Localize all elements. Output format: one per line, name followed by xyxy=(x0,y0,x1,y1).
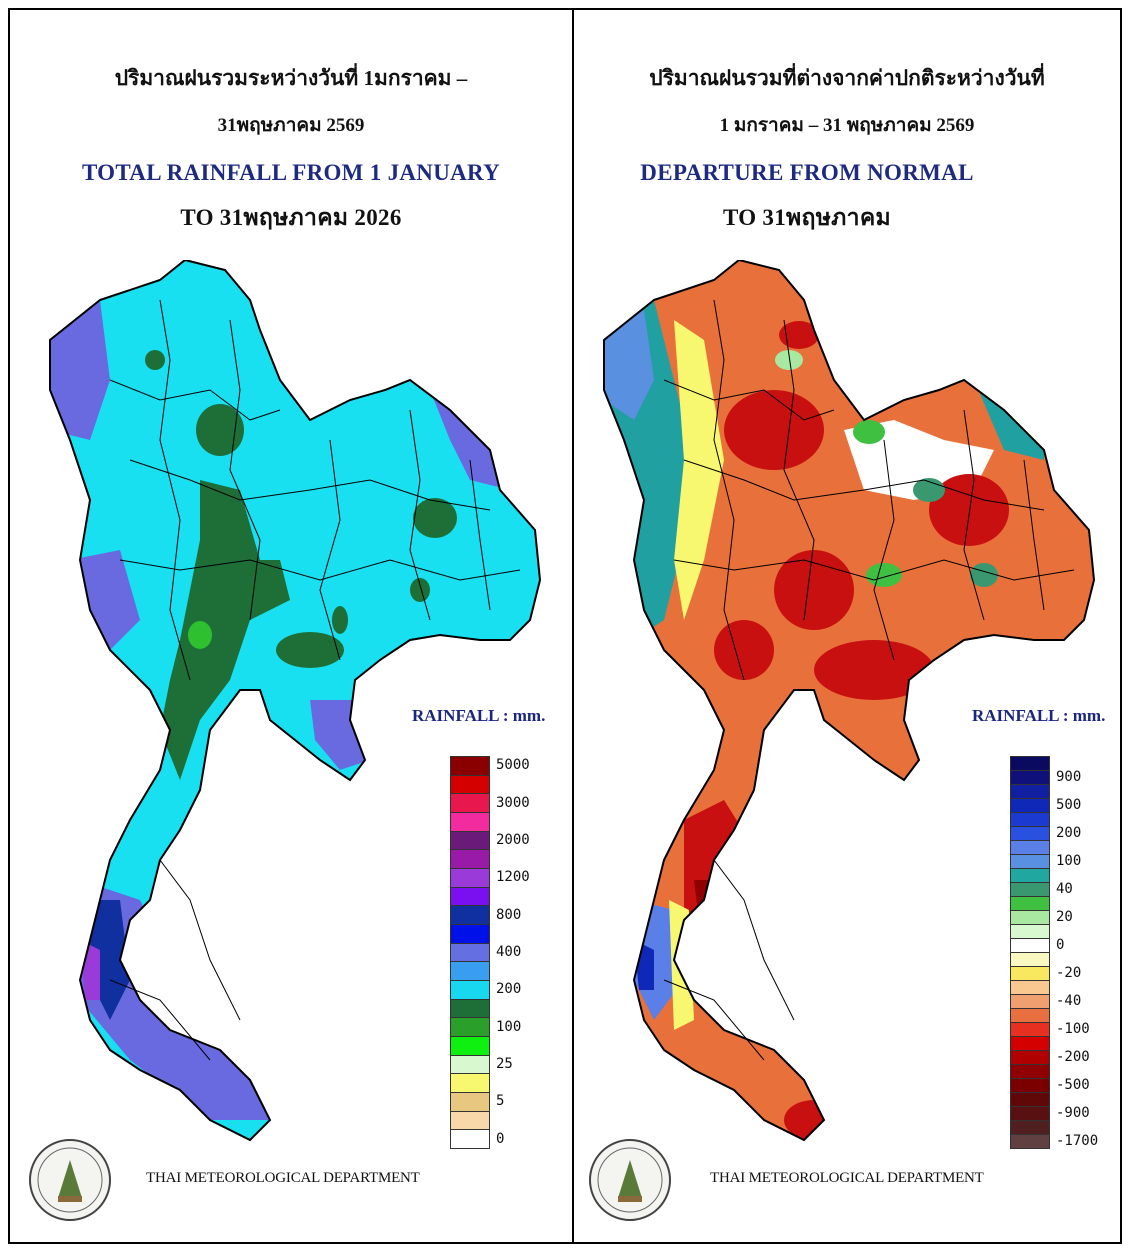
right-legend-label: -20 xyxy=(1056,965,1082,981)
right-department-name: THAI METEOROLOGICAL DEPARTMENT xyxy=(710,1170,984,1186)
left-legend-swatch xyxy=(450,1110,490,1131)
right-legend-swatch xyxy=(1010,1092,1050,1107)
left-legend-swatch xyxy=(450,756,490,776)
right-legend-swatch xyxy=(1010,1106,1050,1121)
left-legend-swatch xyxy=(450,942,490,963)
right-legend-label: 500 xyxy=(1056,797,1082,813)
left-legend-title: RAINFALL : mm. xyxy=(412,706,546,725)
outer-frame xyxy=(8,8,1122,1244)
right-legend-swatch xyxy=(1010,784,1050,799)
left-legend-swatch xyxy=(450,980,490,1000)
right-legend-label: 20 xyxy=(1056,909,1073,925)
left-legend-label: 5 xyxy=(496,1093,505,1110)
right-english-title-line2: TO 31พฤษภาคม xyxy=(722,205,892,230)
right-legend-swatch xyxy=(1010,980,1050,995)
left-country-outline xyxy=(49,260,542,1142)
right-legend-label: 40 xyxy=(1056,881,1073,897)
right-legend-swatch xyxy=(1010,756,1050,771)
right-legend-swatch xyxy=(1010,1008,1050,1023)
right-thai-title-line2: 1 มกราคม – 31 พฤษภาคม 2569 xyxy=(719,115,975,136)
left-legend-label: 400 xyxy=(496,944,522,960)
left-legend-label: 1200 xyxy=(496,869,530,886)
left-province-boundaries xyxy=(109,299,521,1061)
left-legend-swatch xyxy=(450,868,490,888)
right-legend-swatch xyxy=(1010,910,1050,925)
right-legend-swatch xyxy=(1010,1120,1050,1135)
right-legend-swatch xyxy=(1010,952,1050,967)
left-legend-swatch xyxy=(450,1129,490,1149)
right-country-outline xyxy=(603,260,1096,1142)
right-legend-swatch xyxy=(1010,994,1050,1009)
right-legend-swatch xyxy=(1010,1036,1050,1051)
right-legend-swatch xyxy=(1010,840,1050,855)
right-legend-swatch xyxy=(1010,1064,1050,1079)
right-legend-swatch xyxy=(1010,924,1050,939)
left-thai-title-line2: 31พฤษภาคม 2569 xyxy=(217,115,365,136)
right-legend-label: -500 xyxy=(1056,1077,1090,1093)
left-legend-label: 3000 xyxy=(496,794,530,811)
left-legend-swatch xyxy=(450,830,490,851)
left-legend-swatch xyxy=(450,998,490,1019)
right-legend-label: 100 xyxy=(1056,853,1082,869)
left-legend-label: 25 xyxy=(496,1056,513,1072)
right-legend-label: 200 xyxy=(1056,825,1082,841)
left-legend-swatch xyxy=(450,1036,490,1056)
left-english-title-line2: TO 31พฤษภาคม 2026 xyxy=(180,205,402,230)
tmd-seal-logo xyxy=(29,1139,111,1221)
right-legend-title: RAINFALL : mm. xyxy=(972,706,1106,725)
left-legend-label: 5000 xyxy=(496,757,530,774)
left-legend-swatch xyxy=(450,1017,490,1037)
left-legend-swatch xyxy=(450,961,490,981)
right-legend-swatch xyxy=(1010,882,1050,897)
left-legend-swatch xyxy=(450,886,490,907)
right-legend-label: -900 xyxy=(1056,1105,1090,1121)
right-legend-swatch xyxy=(1010,896,1050,911)
right-legend-label: -100 xyxy=(1056,1021,1090,1037)
left-department-name: THAI METEOROLOGICAL DEPARTMENT xyxy=(146,1170,420,1186)
right-legend-swatch xyxy=(1010,1050,1050,1065)
left-legend-label: 100 xyxy=(496,1018,522,1035)
left-thai-title-line1: ปริมาณฝนรวมระหว่างวันที่ 1มกราคม – xyxy=(114,66,468,90)
left-legend-swatch xyxy=(450,812,490,832)
left-legend-swatch xyxy=(450,774,490,795)
departure-map xyxy=(603,260,1096,1142)
total-rainfall-panel: ปริมาณฝนรวมระหว่างวันที่ 1มกราคม – 31พฤษ… xyxy=(10,10,572,1242)
left-english-title-line1: TOTAL RAINFALL FROM 1 JANUARY xyxy=(81,160,501,185)
left-legend-swatch xyxy=(450,1073,490,1093)
departure-from-normal-panel: ปริมาณฝนรวมที่ต่างจากค่าปกติระหว่างวันที… xyxy=(574,10,1120,1242)
panel-divider xyxy=(572,8,574,1244)
right-legend-swatch xyxy=(1010,826,1050,841)
right-legend-swatch xyxy=(1010,798,1050,813)
right-legend-swatch xyxy=(1010,868,1050,883)
left-legend-swatch xyxy=(450,793,490,813)
right-legend-swatch xyxy=(1010,1134,1050,1149)
right-legend-swatch xyxy=(1010,812,1050,827)
left-legend-label: 2000 xyxy=(496,832,530,848)
right-legend-label: -200 xyxy=(1056,1049,1090,1065)
right-province-boundaries xyxy=(663,299,1075,1061)
left-legend-swatch xyxy=(450,1054,490,1075)
left-legend-swatch xyxy=(450,849,490,869)
right-legend-swatch xyxy=(1010,770,1050,785)
right-legend-swatch xyxy=(1010,854,1050,869)
right-thai-title-line1: ปริมาณฝนรวมที่ต่างจากค่าปกติระหว่างวันที… xyxy=(649,66,1045,90)
right-legend-swatch xyxy=(1010,1078,1050,1093)
right-legend-swatch xyxy=(1010,966,1050,981)
left-legend-swatch xyxy=(450,1092,490,1112)
right-legend-swatch xyxy=(1010,1022,1050,1037)
left-legend-label: 200 xyxy=(496,981,522,998)
left-legend-label: 800 xyxy=(496,906,522,923)
right-legend-label: 900 xyxy=(1056,769,1082,785)
left-legend-swatch xyxy=(450,905,490,925)
right-legend-swatch xyxy=(1010,938,1050,953)
right-legend-label: 0 xyxy=(1056,937,1065,953)
right-english-title-line1: DEPARTURE FROM NORMAL xyxy=(640,160,974,185)
left-legend-swatch xyxy=(450,924,490,944)
right-legend-label: -1700 xyxy=(1056,1133,1099,1149)
left-legend-label: 0 xyxy=(496,1130,505,1147)
right-legend-label: -40 xyxy=(1056,993,1082,1009)
tmd-seal-logo xyxy=(589,1139,671,1221)
